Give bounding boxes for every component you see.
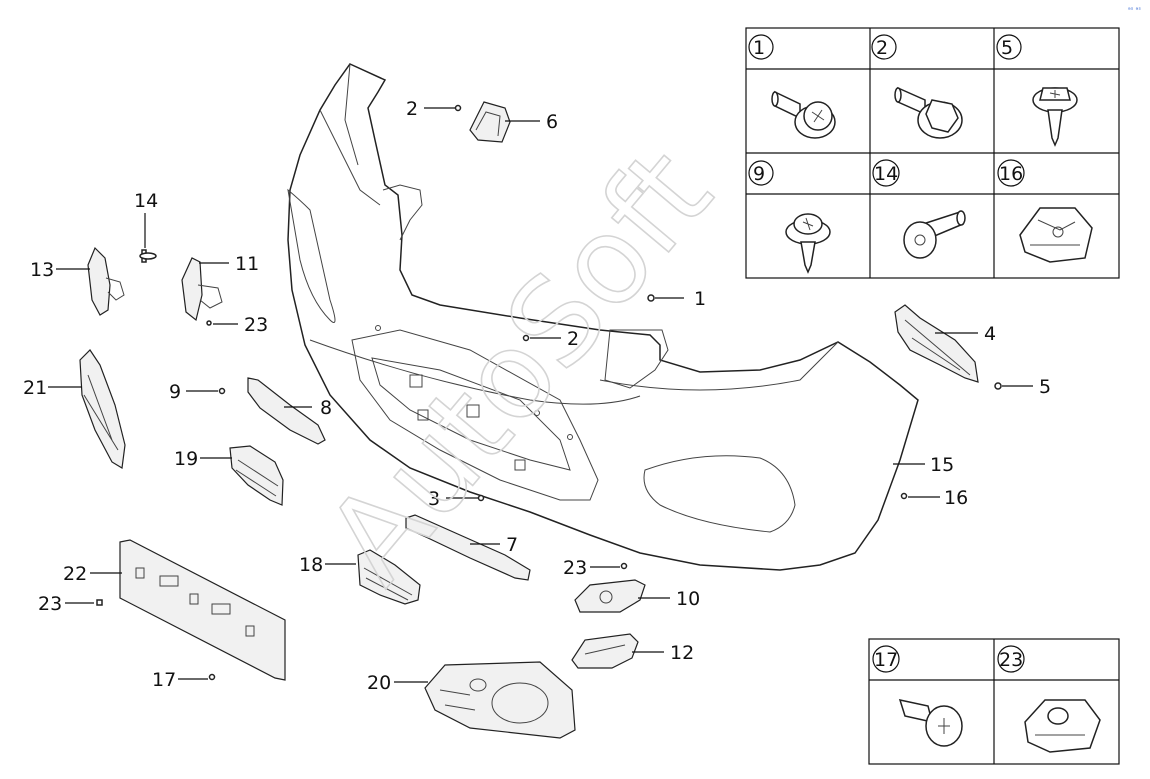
callout-15: 15 <box>930 454 954 476</box>
callouts: 2 6 1 2 3 4 5 15 16 14 13 11 23 21 9 8 1… <box>23 98 1051 694</box>
bracket-13 <box>87 246 125 316</box>
ref-label-17: 17 <box>874 649 898 671</box>
fog-bezel-20 <box>424 661 576 739</box>
callout-20: 20 <box>367 672 391 694</box>
bracket-6 <box>469 101 511 143</box>
rivet-pin-icon <box>903 210 966 259</box>
callout-9: 9 <box>169 381 181 403</box>
side-bracket-4 <box>894 304 979 383</box>
callout-19: 19 <box>174 448 198 470</box>
grille-19 <box>229 445 284 506</box>
fasteners-small <box>96 104 1002 681</box>
callout-17: 17 <box>152 669 176 691</box>
callout-6: 6 <box>546 111 558 133</box>
ref-label-2: 2 <box>876 37 888 59</box>
screw-hex-washer-icon <box>1032 87 1078 147</box>
callout-3: 3 <box>428 488 440 510</box>
callout-23c: 23 <box>38 593 62 615</box>
callout-8: 8 <box>320 397 332 419</box>
ref-label-9: 9 <box>753 163 765 185</box>
ref-label-14: 14 <box>874 163 898 185</box>
spring-clip-icon <box>1019 207 1093 263</box>
ref-label-23: 23 <box>999 649 1023 671</box>
callout-1: 1 <box>694 288 706 310</box>
ref-label-16: 16 <box>999 163 1023 185</box>
push-rivet-icon <box>898 698 963 747</box>
ref-label-5: 5 <box>1001 37 1013 59</box>
cover-10 <box>574 579 646 613</box>
callout-13: 13 <box>30 259 54 281</box>
cover-12 <box>571 633 639 669</box>
bolt-torx-washer-icon <box>771 90 836 139</box>
callout-7: 7 <box>506 534 518 556</box>
callout-21: 21 <box>23 377 47 399</box>
fastener-table: 1 2 5 9 14 16 <box>745 27 1120 279</box>
callout-23b: 23 <box>563 557 587 579</box>
leader-lines <box>48 107 1033 683</box>
callout-10: 10 <box>676 588 700 610</box>
callout-5: 5 <box>1039 376 1051 398</box>
callout-2a: 2 <box>406 98 418 120</box>
callout-22: 22 <box>63 563 87 585</box>
callout-23a: 23 <box>244 314 268 336</box>
callout-12: 12 <box>670 642 694 664</box>
corner-mark: ᵃˢ ᵃˢ <box>1128 6 1141 14</box>
grille-18 <box>357 549 421 605</box>
callout-18: 18 <box>299 554 323 576</box>
grille-21 <box>79 349 126 469</box>
nut-clip-icon <box>1024 699 1101 753</box>
strip-7 <box>405 514 531 581</box>
clip-table: 17 23 <box>868 638 1120 765</box>
callout-14: 14 <box>134 190 158 212</box>
license-plate-22 <box>119 539 286 681</box>
bracket-11 <box>181 257 223 322</box>
ref-label-1: 1 <box>753 37 765 59</box>
bumper-cover <box>287 63 919 571</box>
callout-16: 16 <box>944 487 968 509</box>
bolt-hex-flange-icon <box>894 86 963 139</box>
callout-2b: 2 <box>567 328 579 350</box>
strip-8 <box>247 377 326 445</box>
callout-11: 11 <box>235 253 259 275</box>
screw-torx-washer-icon <box>785 213 831 274</box>
callout-4: 4 <box>984 323 996 345</box>
